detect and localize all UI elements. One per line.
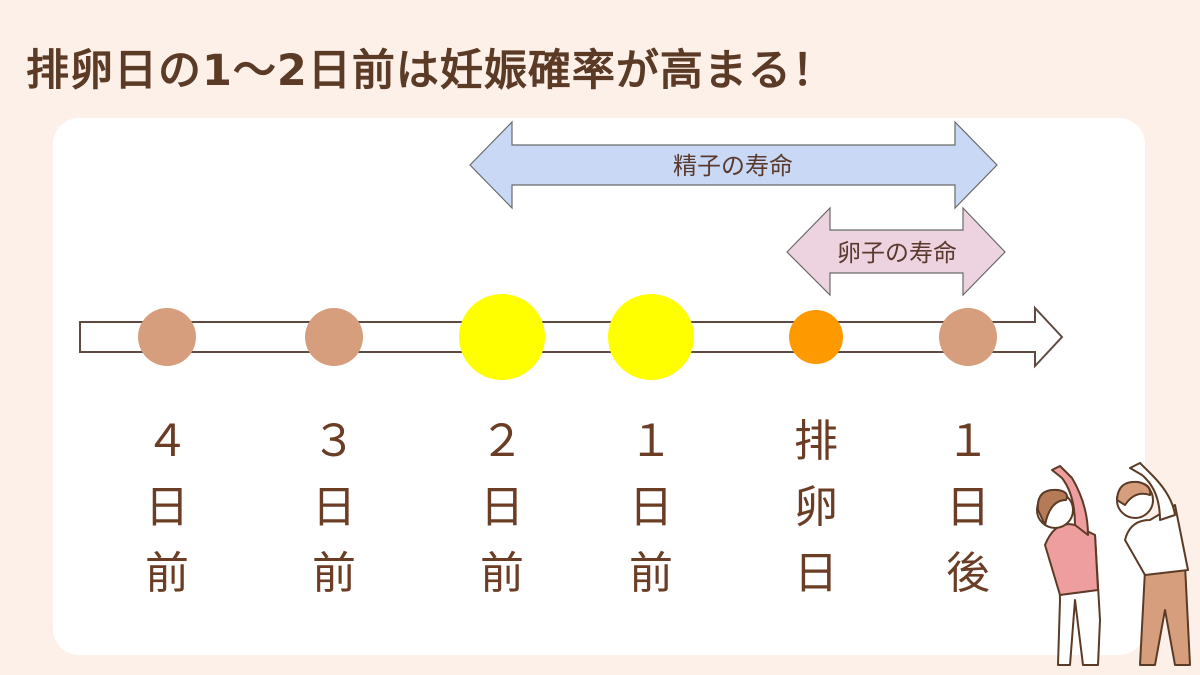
day-label: 卵	[794, 482, 838, 533]
day-label: ２	[480, 416, 524, 467]
day-dot	[789, 310, 843, 364]
day-dot	[939, 308, 997, 366]
day-label: ３	[312, 416, 356, 467]
day-dot	[459, 294, 545, 380]
day-marker: ３ 日前	[305, 308, 363, 599]
day-label: 日	[946, 482, 990, 533]
day-marker: １ 日後	[939, 308, 997, 599]
sperm-lifespan-label: 精子の寿命	[673, 152, 793, 180]
day-label: 前	[145, 548, 189, 599]
stretching-woman-illustration	[1036, 465, 1101, 666]
page-title: 排卵日の1〜2日前は妊娠確率が高まる！	[26, 46, 836, 96]
day-marker: １ 日前	[608, 294, 694, 599]
day-label: 前	[629, 548, 673, 599]
day-label: １	[946, 416, 990, 467]
day-marker: ４ 日前	[138, 308, 196, 599]
day-label: 日	[312, 482, 356, 533]
day-label: 日	[480, 482, 524, 533]
sperm-lifespan-arrow: 精子の寿命	[469, 120, 998, 210]
day-marker: ２ 日前	[459, 294, 545, 599]
timeline-arrow	[79, 305, 1064, 369]
day-marker: 排卵日	[789, 310, 843, 599]
day-label: 日	[145, 482, 189, 533]
day-label: 日	[794, 548, 838, 599]
day-label: ４	[145, 416, 189, 467]
day-label: １	[629, 416, 673, 467]
egg-lifespan-arrow: 卵子の寿命	[786, 206, 1006, 297]
day-label: 後	[946, 548, 990, 599]
day-dot	[138, 308, 196, 366]
egg-lifespan-label: 卵子の寿命	[837, 239, 957, 267]
day-dot	[608, 294, 694, 380]
day-label: 日	[629, 482, 673, 533]
day-label: 排	[794, 416, 838, 467]
stretching-man-illustration	[1116, 462, 1191, 666]
day-label: 前	[480, 548, 524, 599]
day-label: 前	[312, 548, 356, 599]
day-dot	[305, 308, 363, 366]
